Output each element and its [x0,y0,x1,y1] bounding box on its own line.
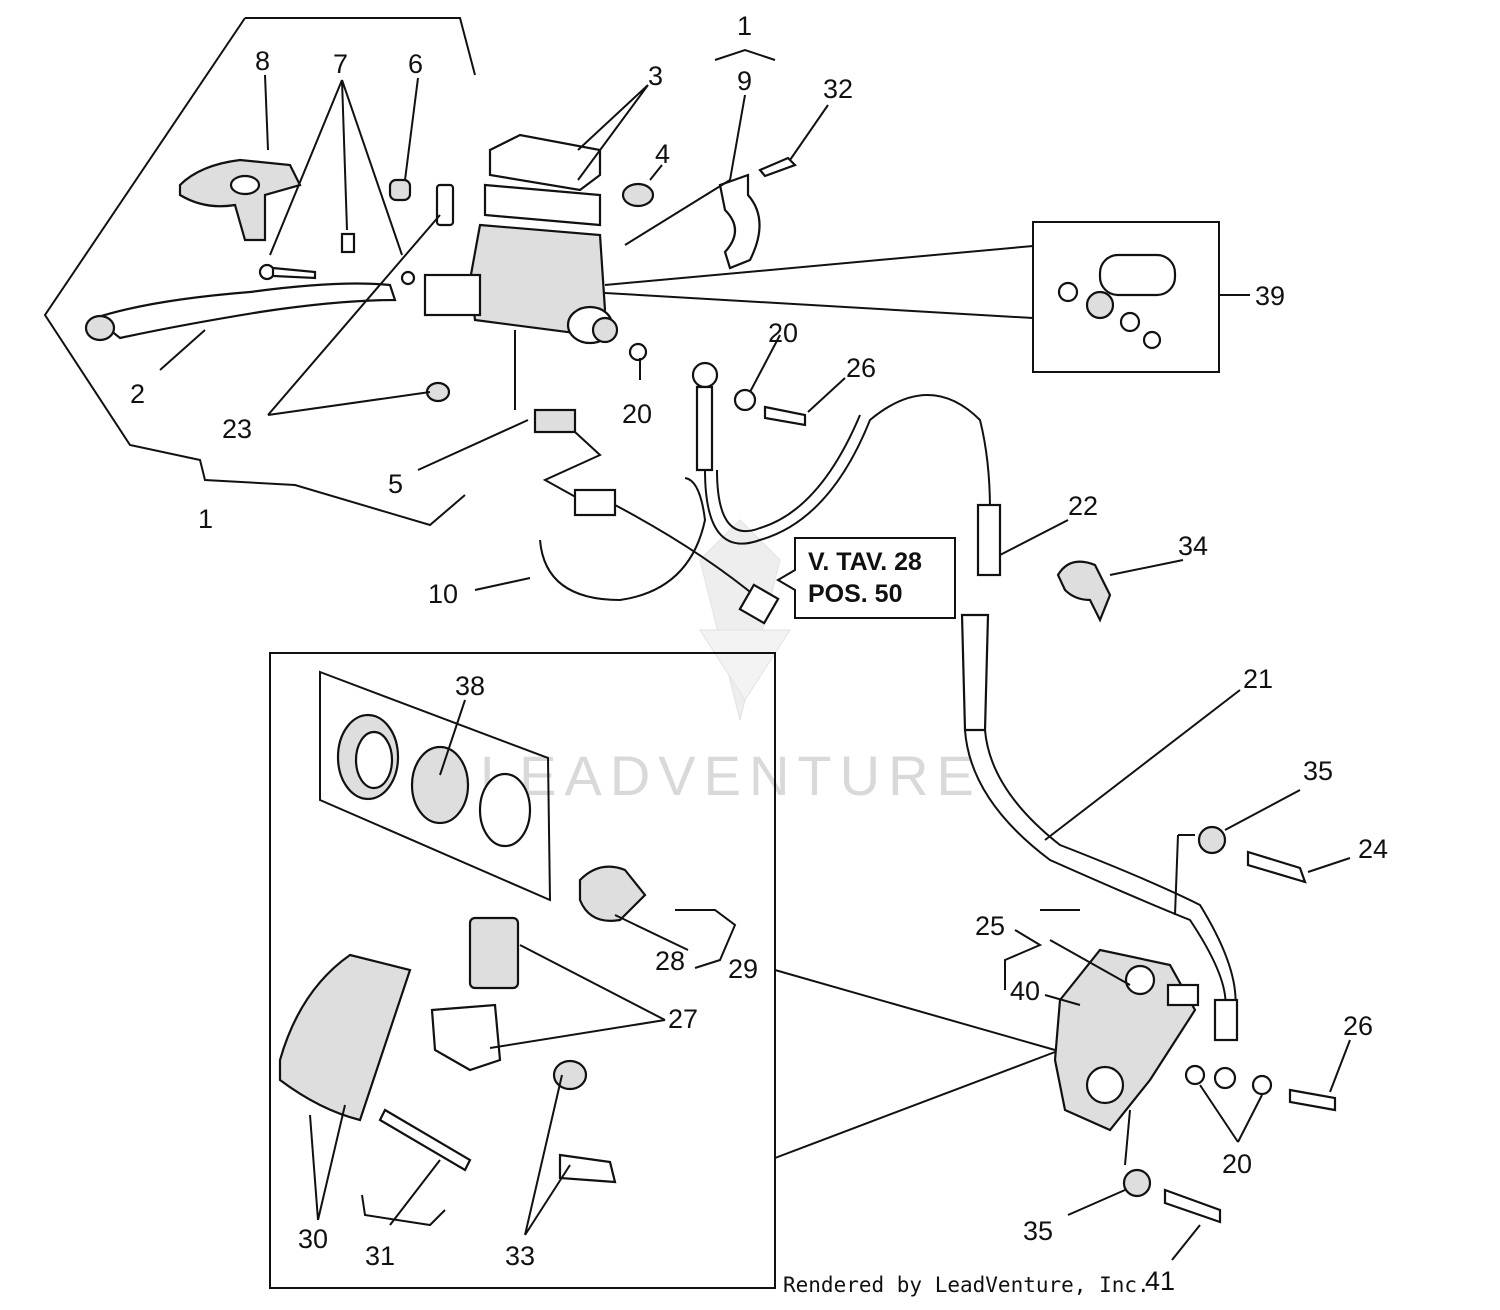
callout-26-b: 26 [1343,1011,1373,1041]
callout-22: 22 [1068,491,1098,521]
callout-35-a: 35 [1303,756,1333,786]
callout-1-top: 1 [737,11,752,41]
callout-30: 30 [298,1224,328,1254]
callout-32: 32 [823,74,853,104]
callout-41: 41 [1145,1266,1175,1296]
caliper-bolts [1122,825,1337,1224]
render-credit: Rendered by LeadVenture, Inc. [783,1273,1150,1297]
callout-28: 28 [655,946,685,976]
callout-23: 23 [222,414,252,444]
switch-cable [514,330,780,625]
callout-20-c: 20 [1222,1149,1252,1179]
mounting-bolts [425,183,455,403]
callout-9: 9 [737,66,752,96]
hose-fitting [976,503,1002,577]
cross-reference-note [776,537,956,619]
watermark-logo [699,519,791,721]
callout-34: 34 [1178,531,1208,561]
lower-brake-hose [960,613,1239,1042]
lever-bracket [178,158,302,242]
callout-20-a: 20 [768,318,798,348]
callout-31: 31 [365,1241,395,1271]
clamp-screw [758,156,797,178]
callout-5: 5 [388,469,403,499]
callout-40: 40 [1010,976,1040,1006]
callout-2: 2 [130,379,145,409]
callout-1-left: 1 [198,504,213,534]
cross-ref-line-1: V. TAV. 28 [808,548,922,576]
cap-6 [388,178,412,202]
callout-38: 38 [455,671,485,701]
callout-7: 7 [333,49,348,79]
callout-4: 4 [655,139,670,169]
callout-6: 6 [408,49,423,79]
callout-26-a: 26 [846,353,876,383]
master-cylinder [423,133,619,345]
watermark-text: LEADVENTURE [480,744,982,807]
callout-33: 33 [505,1241,535,1271]
callout-3: 3 [648,61,663,91]
assembly-bracket-lines [43,17,776,527]
cross-ref-line-2: POS. 50 [808,580,903,608]
stop-switch [533,408,577,434]
callout-leader-lines [159,74,1351,1261]
callout-29: 29 [728,954,758,984]
callout-35-b: 35 [1023,1216,1053,1246]
hose-clip [1056,560,1112,623]
lever-pivot-screw [258,232,416,286]
callout-10: 10 [428,579,458,609]
callout-24: 24 [1358,834,1388,864]
callout-21: 21 [1243,664,1273,694]
callout-25: 25 [975,911,1005,941]
callout-27: 27 [668,1004,698,1034]
plug-4 [621,182,655,208]
repair-kit-box [1032,221,1220,373]
upper-brake-hose [628,342,991,545]
callout-labels: 1 1 2 3 4 5 6 7 8 9 10 20 20 20 21 22 23… [130,11,1388,1296]
brake-caliper [1053,948,1200,1132]
callout-20-b: 20 [622,399,652,429]
callout-39: 39 [1255,281,1285,311]
caliper-parts-inset [269,652,776,1289]
handlebar-clamp [718,173,761,270]
brake-lever [84,282,397,342]
callout-8: 8 [255,46,270,76]
